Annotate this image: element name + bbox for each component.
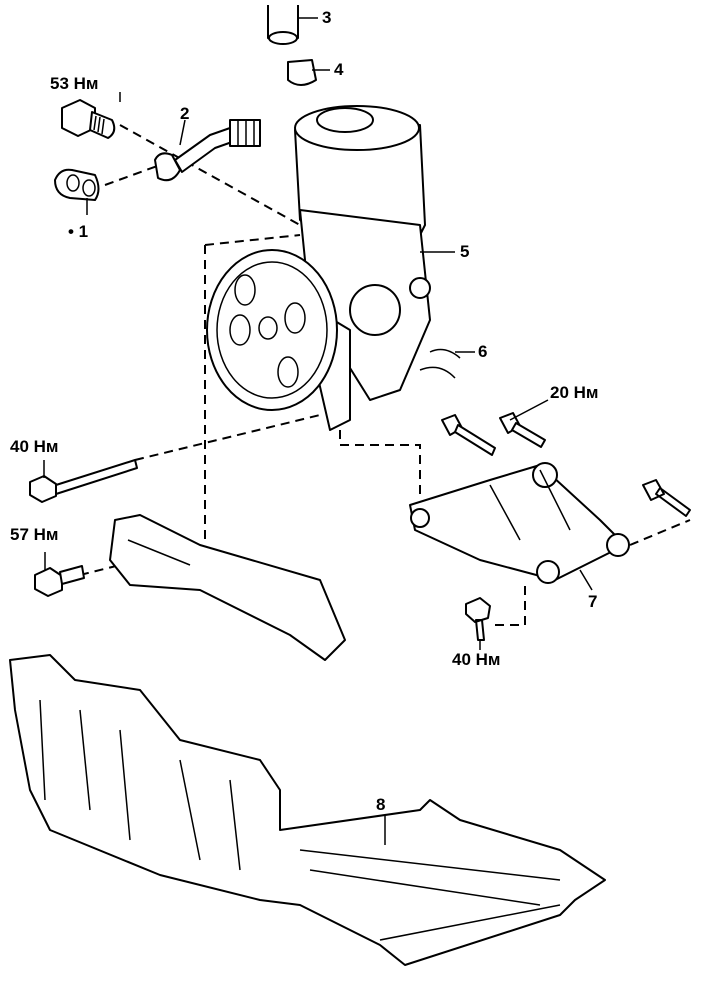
assembly-line-bracket [339, 400, 421, 500]
label-part-2: 2 [180, 104, 190, 123]
long-bolt [29, 459, 138, 503]
engine-undercover [9, 654, 606, 966]
label-torque-bracket-bolts: 20 Нм [550, 383, 599, 402]
label-part-1: • 1 [68, 222, 89, 241]
power-steering-pump [206, 105, 431, 431]
o-rings [419, 348, 461, 379]
bracket-lower-bolt [465, 597, 491, 641]
label-torque-bracket-lower-bolt: 40 Нм [452, 650, 501, 669]
label-torque-long-bolt: 40 Нм [10, 437, 59, 456]
label-part-7: 7 [588, 592, 598, 611]
label-torque-union-bolt: 53 Нм [50, 74, 99, 93]
bracket-bolts [441, 412, 546, 456]
hose-clamp [287, 59, 317, 86]
assembly-line-union-bolt [119, 124, 301, 226]
label-torque-strap-bolt: 57 Нм [10, 525, 59, 544]
label-part-8: 8 [376, 795, 386, 814]
gasket-washer [54, 168, 100, 201]
assembly-line-pump-strap [204, 234, 301, 545]
union-bolt [61, 99, 116, 139]
strap-bolt [34, 565, 85, 597]
assembly-line-lower-bolt [495, 585, 526, 626]
label-part-3: 3 [322, 8, 332, 27]
pump-pulley [206, 249, 338, 411]
adjusting-strap [109, 514, 346, 661]
label-part-5: 5 [460, 242, 470, 261]
assembly-line-washer [104, 164, 161, 186]
pressure-tube [154, 119, 261, 182]
assembly-line-strap-bolt [79, 564, 121, 576]
pump-bracket [409, 462, 630, 584]
assembly-line-right-bolt [629, 519, 691, 546]
assembly-line-long-bolt [134, 414, 321, 461]
label-part-4: 4 [334, 60, 344, 79]
label-part-6: 6 [478, 342, 488, 361]
bracket-side-bolt [642, 479, 691, 517]
